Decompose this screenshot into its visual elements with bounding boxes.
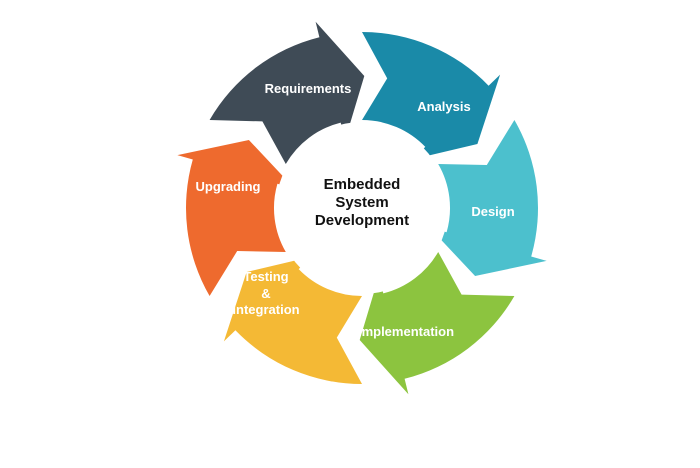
stage-label-implementation: Implementation xyxy=(358,324,454,339)
arrow-segment-implementation xyxy=(359,252,515,395)
stage-label-upgrading: Upgrading xyxy=(196,179,261,194)
center-title-line-3: Development xyxy=(315,212,409,229)
stage-label-design: Design xyxy=(471,204,514,219)
cycle-ring xyxy=(177,21,547,395)
stage-label-ampersand: & xyxy=(261,286,270,301)
center-title-line-1: Embedded xyxy=(324,176,401,193)
center-title-line-2: System xyxy=(335,194,388,211)
center-title: Embedded System Development xyxy=(315,176,409,229)
stage-labels: Requirements Analysis Design Implementat… xyxy=(196,81,515,339)
arrow-segment-design xyxy=(429,120,547,276)
center-hub xyxy=(276,122,448,294)
stage-label-requirements: Requirements xyxy=(265,81,352,96)
arrow-segment-requirements xyxy=(209,21,365,165)
stage-label-analysis: Analysis xyxy=(417,99,470,114)
arrow-segment-analysis xyxy=(362,31,501,160)
arrow-segment-testing-integration xyxy=(223,256,362,384)
stage-label-testing: Testing xyxy=(243,269,288,284)
arrow-segment-upgrading xyxy=(177,140,295,296)
stage-label-integration: Integration xyxy=(232,302,299,317)
